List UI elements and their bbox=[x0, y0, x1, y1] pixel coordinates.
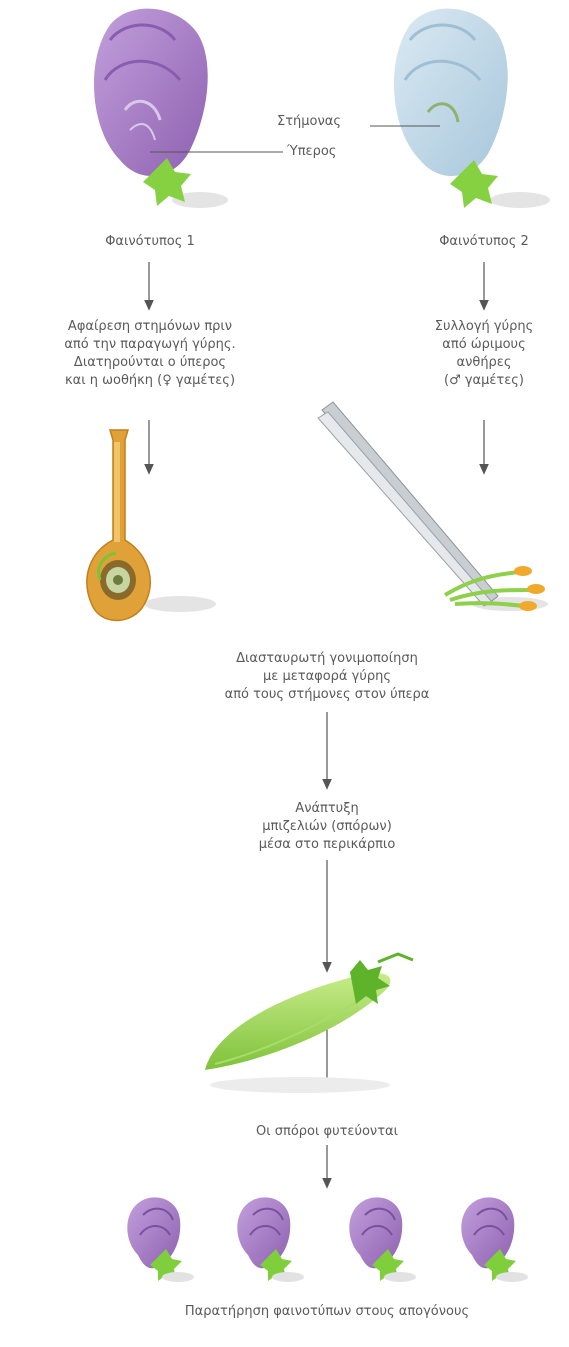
left-step-line: από την παραγωγή γύρης. bbox=[4, 336, 296, 354]
development-line: Ανάπτυξη bbox=[210, 800, 444, 818]
right-step-line: ανθήρες bbox=[404, 354, 564, 372]
right-step-line: (♂ γαμέτες) bbox=[404, 372, 564, 390]
development-line: μπιζελιών (σπόρων) bbox=[210, 818, 444, 836]
offspring-flower-icon bbox=[127, 1197, 194, 1282]
offspring-flower-icon bbox=[237, 1197, 304, 1282]
left-step-line: και η ωοθήκη (♀ γαμέτες) bbox=[4, 372, 296, 390]
development-line: μέσα στο περικάρπιο bbox=[210, 836, 444, 854]
phenotype2-label: Φαινότυπος 2 bbox=[404, 233, 564, 251]
pea-pod-icon bbox=[205, 954, 413, 1093]
observation-label: Παρατήρηση φαινοτύπων στους απογόνους bbox=[100, 1303, 554, 1321]
cross-line: Διασταυρωτή γονιμοποίηση bbox=[170, 650, 484, 668]
left-step-text: Αφαίρεση στημόνων πριν από την παραγωγή … bbox=[4, 318, 296, 390]
pistil-label: Ύπερος bbox=[287, 143, 336, 161]
tweezers-stamens-icon bbox=[318, 402, 548, 611]
right-step-line: από ώριμους bbox=[404, 336, 564, 354]
stamen-label: Στήμονας bbox=[277, 113, 341, 131]
purple-flower-icon bbox=[94, 9, 228, 208]
right-step-line: Συλλογή γύρης bbox=[404, 318, 564, 336]
development-text: Ανάπτυξη μπιζελιών (σπόρων) μέσα στο περ… bbox=[210, 800, 444, 854]
cross-line: από τους στήμονες στον ύπερα bbox=[170, 686, 484, 704]
offspring-flower-icon bbox=[349, 1197, 416, 1282]
cross-line: με μεταφορά γύρης bbox=[170, 668, 484, 686]
pistil-ovary-icon bbox=[87, 430, 216, 620]
phenotype1-label: Φαινότυπος 1 bbox=[70, 233, 230, 251]
planting-label: Οι σπόροι φυτεύονται bbox=[200, 1123, 454, 1141]
right-step-text: Συλλογή γύρης από ώριμους ανθήρες (♂ γαμ… bbox=[404, 318, 564, 390]
left-step-line: Αφαίρεση στημόνων πριν bbox=[4, 318, 296, 336]
left-step-line: Διατηρούνται ο ύπερος bbox=[4, 354, 296, 372]
offspring-flower-icon bbox=[461, 1197, 528, 1282]
blue-flower-icon bbox=[394, 9, 550, 208]
cross-fertilization-text: Διασταυρωτή γονιμοποίηση με μεταφορά γύρ… bbox=[170, 650, 484, 704]
